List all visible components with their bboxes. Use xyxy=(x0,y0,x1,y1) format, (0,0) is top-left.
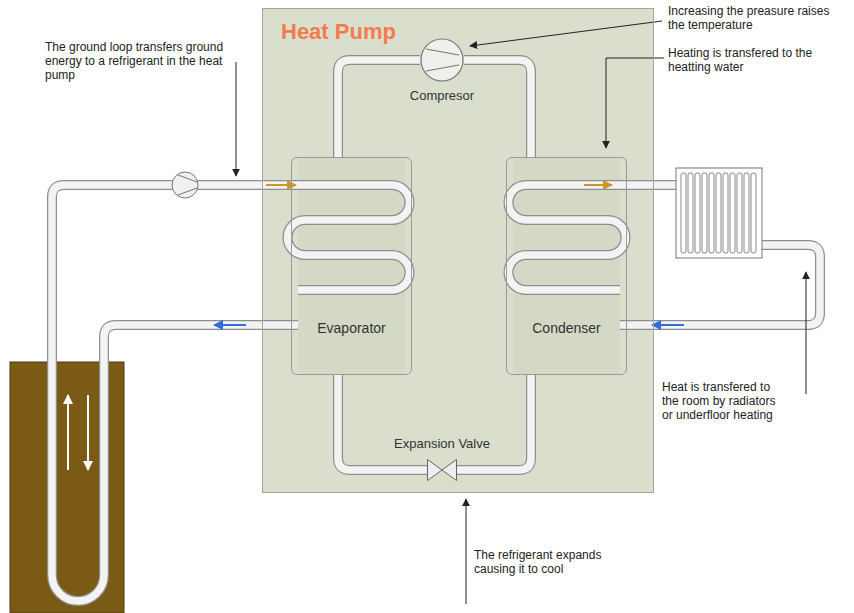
pipe-wall xyxy=(457,375,531,470)
leader-line xyxy=(470,21,662,46)
radiator xyxy=(676,168,762,258)
refrigerant-pipe xyxy=(457,375,531,470)
refrigerant-pipe xyxy=(338,375,427,470)
ground-flow-arrow xyxy=(67,395,69,470)
pipe-wall xyxy=(464,60,531,157)
evaporator-box: Evaporator xyxy=(291,157,412,375)
housing-title: Heat Pump xyxy=(281,19,396,45)
callout-note: Heating is transfered to the heatting wa… xyxy=(668,46,838,74)
component-label: Compresor xyxy=(410,88,474,103)
heating-water-pipe xyxy=(509,185,821,325)
compressor-outline xyxy=(420,38,464,82)
condenser-box: Condenser xyxy=(506,157,627,375)
compressor-circle xyxy=(421,39,463,81)
ground-loop-pipe xyxy=(52,185,410,601)
pipe-bore xyxy=(457,375,531,470)
exchanger-label: Condenser xyxy=(507,320,626,336)
leader-line xyxy=(236,62,237,176)
callout-note: Increasing the preasure raises the tempe… xyxy=(668,4,838,32)
refrigerant-pipe xyxy=(464,60,531,157)
flow-arrow-cold xyxy=(214,324,246,326)
flow-arrow-cold xyxy=(652,324,684,326)
valve-outline xyxy=(427,459,457,481)
compressor-symbol: Compresor xyxy=(420,38,464,82)
expansion-valve-symbol: Expansion Valve xyxy=(427,459,457,481)
pipe-wall xyxy=(338,60,420,157)
flow-arrow-warm xyxy=(584,184,612,186)
leader-line xyxy=(606,58,664,148)
compressor-lines xyxy=(426,49,459,71)
valve-bowtie xyxy=(428,460,457,481)
callout-note: The ground loop transfers ground energy … xyxy=(45,40,230,82)
ground-flow-arrow xyxy=(87,395,89,470)
heat-pump-housing: Heat PumpCompresorEvaporator CondenserExp… xyxy=(262,8,654,493)
leader-line xyxy=(466,499,467,604)
pipe-wall xyxy=(338,375,427,470)
ground-pump-symbol xyxy=(172,172,198,198)
pipe-bore xyxy=(464,60,531,157)
exchanger-label: Evaporator xyxy=(292,320,411,336)
leader-line xyxy=(806,272,807,394)
component-label: Expansion Valve xyxy=(394,436,490,451)
callout-note: The refrigerant expands causing it to co… xyxy=(474,548,624,576)
callout-note: Heat is transfered to the room by radiat… xyxy=(662,380,788,422)
pipe-bore xyxy=(338,375,427,470)
refrigerant-pipe xyxy=(338,60,420,157)
pipe-bore xyxy=(338,60,420,157)
